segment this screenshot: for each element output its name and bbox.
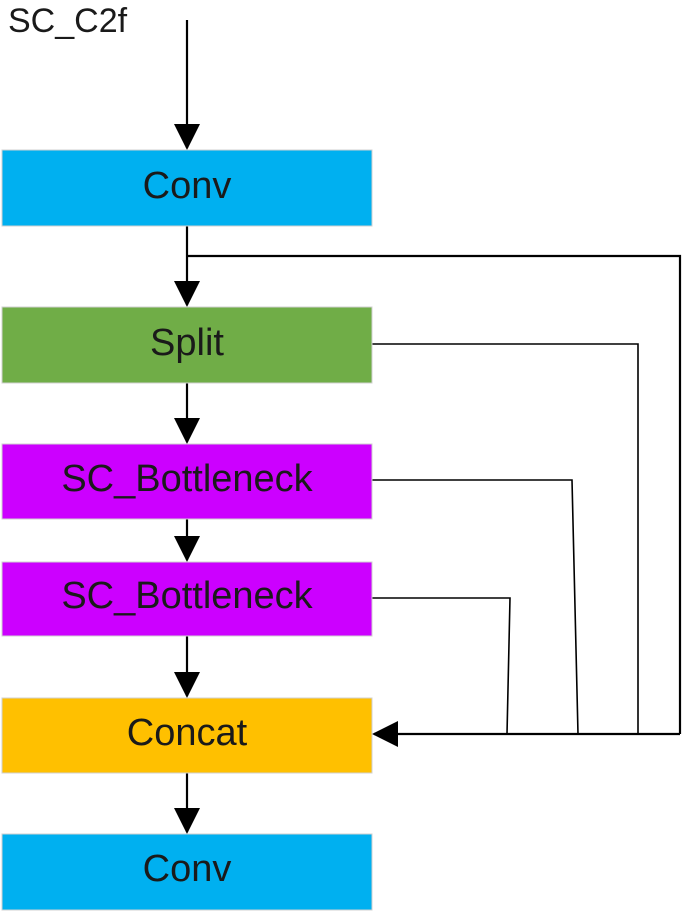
sc-bottleneck-block-2: SC_Bottleneck [1, 561, 373, 637]
conv-block-output: Conv [1, 833, 373, 911]
skip-conv-to-concat [187, 254, 682, 734]
conv-block-output-label: Conv [143, 848, 232, 890]
sc-bottleneck-block-1-label: SC_Bottleneck [61, 458, 313, 500]
skip-split-to-concat [372, 343, 639, 734]
sc-bottleneck-block-1: SC_Bottleneck [1, 443, 373, 520]
concat-block-label: Concat [127, 712, 248, 754]
concat-block: Concat [1, 697, 373, 774]
conv-block-input-label: Conv [143, 165, 232, 207]
split-block-label: Split [150, 322, 224, 364]
sc-bottleneck-block-2-label: SC_Bottleneck [61, 575, 313, 617]
skip-bottleneck-1-to-concat [372, 479, 579, 735]
conv-block-input: Conv [1, 149, 373, 227]
split-block: Split [1, 306, 373, 384]
diagram-title: SC_C2f [8, 2, 128, 40]
skip-bottleneck-2-to-concat [372, 597, 511, 735]
